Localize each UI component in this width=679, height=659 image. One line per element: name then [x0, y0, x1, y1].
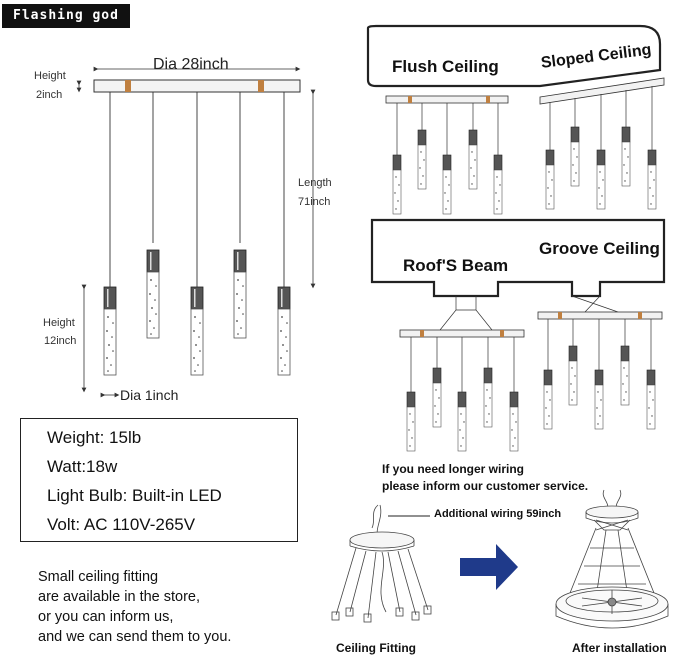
main-fixture: [76, 66, 316, 398]
beam-groove-panel: [370, 218, 666, 452]
wiring-notice-line2: please inform our customer service.: [382, 479, 589, 493]
additional-wiring-label: Additional wiring 59inch: [434, 508, 562, 520]
ceiling-fitting-caption: Ceiling Fitting: [336, 641, 416, 655]
arrow-right-icon: [460, 544, 518, 590]
spec-box: Weight: 15lb Watt:18w Light Bulb: Built-…: [20, 418, 298, 542]
roof-beam-label: Roof'S Beam: [403, 256, 509, 275]
ceiling-fitting-note: Small ceiling fitting are available in t…: [38, 567, 338, 647]
note-line: are available in the store,: [38, 589, 201, 605]
spec-bulb: Light Bulb: Built-in LED: [47, 486, 222, 505]
flush-sloped-panel: [366, 24, 665, 215]
ceiling-fitting-illustration: [331, 504, 432, 623]
tube-height-value: 12inch: [44, 335, 77, 347]
spec-voltage: Volt: AC 110V-265V: [47, 515, 196, 534]
canopy-height-value: 2inch: [36, 89, 63, 101]
after-installation-illustration: [555, 489, 669, 629]
tube-diameter-label: Dia 1inch: [120, 387, 179, 403]
tube-height-label: Height: [43, 317, 75, 329]
length-value: 71inch: [298, 196, 331, 208]
after-installation-caption: After installation: [572, 641, 667, 655]
length-label: Length: [298, 177, 332, 189]
spec-weight: Weight: 15lb: [47, 428, 142, 447]
flush-ceiling-label: Flush Ceiling: [392, 57, 499, 76]
note-line: or you can inform us,: [38, 609, 174, 625]
brand-logo: Flashing god: [2, 4, 130, 28]
canopy-height-label: Height: [34, 70, 66, 82]
spec-watt: Watt:18w: [47, 457, 118, 476]
note-line: and we can send them to you.: [38, 629, 232, 645]
groove-ceiling-label: Groove Ceiling: [539, 239, 660, 258]
wiring-notice-line1: If you need longer wiring: [382, 462, 525, 476]
note-line: Small ceiling fitting: [38, 569, 159, 585]
diameter-top-label: Dia 28inch: [153, 56, 229, 73]
